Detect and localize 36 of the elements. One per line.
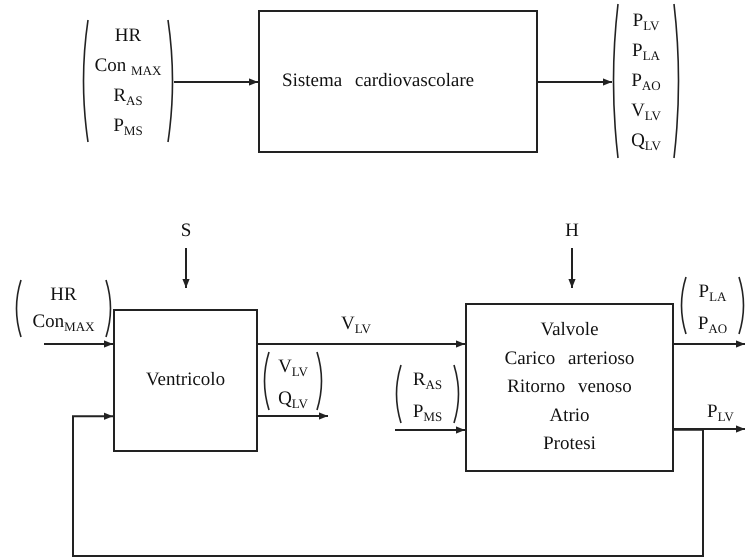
arrow xyxy=(258,340,465,348)
input-label: H xyxy=(560,218,584,244)
variable-label: P$_{MS}$ xyxy=(113,114,143,140)
box-text: Atrio xyxy=(549,404,590,428)
process-box xyxy=(465,303,674,472)
variable-label: V$_{LV}$ xyxy=(631,99,661,126)
box-text: Valvole xyxy=(540,318,599,342)
box-text: Ventricolo xyxy=(146,368,226,392)
arrow xyxy=(674,340,745,348)
variable-label: R$_{AS}$ xyxy=(113,84,143,110)
arrow xyxy=(182,248,190,288)
variable-label: P$_{LA}$ xyxy=(632,38,660,65)
process-box xyxy=(258,10,538,153)
arrow xyxy=(174,78,258,86)
box-text: Carico arterioso xyxy=(504,346,634,371)
edge-label: HR Con$_{MAX}$ xyxy=(15,280,112,337)
arrow xyxy=(72,412,704,557)
variable-label: Q$_{LV}$ xyxy=(631,129,661,156)
arrow xyxy=(258,412,328,420)
box-text: Ritorno venoso xyxy=(507,375,632,400)
arrow xyxy=(674,425,745,433)
arrow xyxy=(44,340,113,348)
input-label: S xyxy=(174,218,198,244)
box-text: Protesi xyxy=(543,432,596,456)
variable-label: HR xyxy=(114,24,142,48)
edge-label: P$_{LA}$ P$_{AO}$ xyxy=(680,277,745,334)
process-box xyxy=(113,309,258,452)
edge-label: R$_{AS}$ P$_{MS}$ xyxy=(395,365,460,423)
variable-label: P$_{AO}$ xyxy=(631,68,661,95)
arrow xyxy=(568,248,576,288)
arrow xyxy=(395,426,465,434)
arrow xyxy=(538,78,612,86)
variable-label: Con $_{MAX}$ xyxy=(94,54,162,80)
variable-label: P$_{LV}$ xyxy=(632,8,660,35)
edge-label: V$_{LV}$ Q$_{LV}$ xyxy=(263,352,323,410)
box-text: Sistema cardiovascolare xyxy=(282,69,474,94)
